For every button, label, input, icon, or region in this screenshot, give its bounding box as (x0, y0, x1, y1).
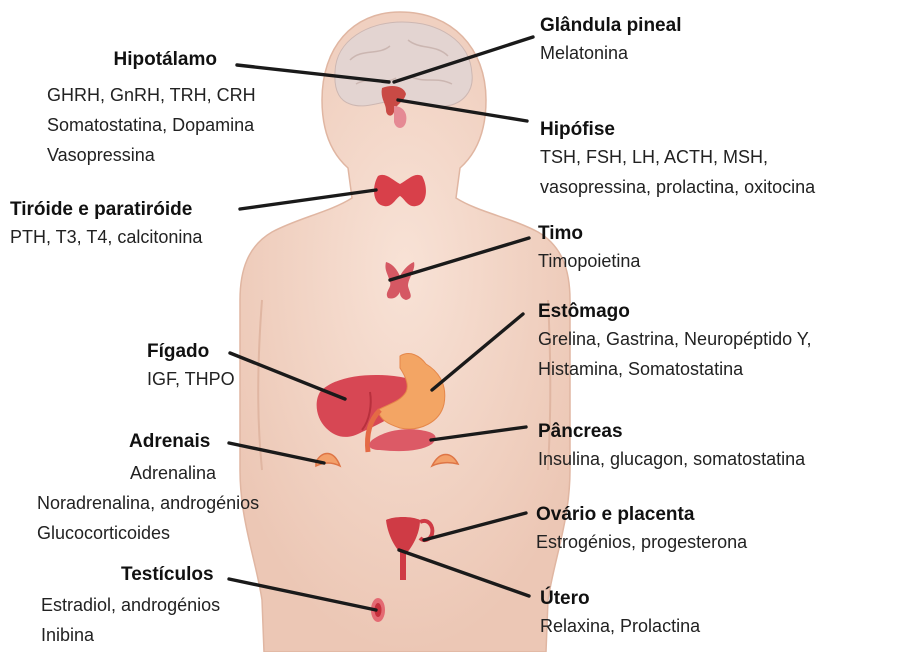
title-hipotalamo: Hipotálamo (62, 48, 217, 72)
title-pancreas: Pâncreas (538, 420, 805, 444)
hormone-line: PTH, T3, T4, calcitonina (10, 222, 202, 252)
label-timo: Timo Timopoietina (538, 222, 640, 276)
hormone-line: Estradiol, androgénios (41, 590, 220, 620)
hormones-testiculos: Estradiol, androgénios Inibina (41, 590, 220, 650)
hormone-line: vasopressina, prolactina, oxitocina (540, 172, 815, 202)
label-utero: Útero Relaxina, Prolactina (540, 587, 700, 641)
label-hipotalamo: Hipotálamo (62, 48, 217, 72)
hormone-line: Timopoietina (538, 246, 640, 276)
hormone-line: Inibina (41, 620, 220, 650)
hormone-line: Melatonina (540, 38, 681, 68)
title-adrenais: Adrenais (129, 430, 210, 454)
label-figado: Fígado IGF, THPO (147, 340, 235, 394)
title-tiroide: Tiróide e paratiróide (10, 198, 202, 222)
hormone-line: IGF, THPO (147, 364, 235, 394)
hormones-adrenais: Adrenalina Noradrenalina, androgénios Gl… (37, 458, 259, 548)
label-tiroide: Tiróide e paratiróide PTH, T3, T4, calci… (10, 198, 202, 252)
hormone-line: Noradrenalina, androgénios (37, 488, 259, 518)
label-hipofise: Hipófise TSH, FSH, LH, ACTH, MSH, vasopr… (540, 118, 815, 202)
hormone-line: TSH, FSH, LH, ACTH, MSH, (540, 142, 815, 172)
hormone-line: Histamina, Somatostatina (538, 354, 812, 384)
hormone-line: Insulina, glucagon, somatostatina (538, 444, 805, 474)
label-testiculos-title: Testículos (121, 563, 214, 587)
title-timo: Timo (538, 222, 640, 246)
title-testiculos: Testículos (121, 563, 214, 587)
hormones-hipotalamo: GHRH, GnRH, TRH, CRH Somatostatina, Dopa… (47, 80, 256, 170)
label-adrenais-title: Adrenais (129, 430, 210, 454)
label-ovario: Ovário e placenta Estrogénios, progester… (536, 503, 747, 557)
hormone-line: Adrenalina (37, 458, 259, 488)
label-pineal: Glândula pineal Melatonina (540, 14, 681, 68)
vagina (400, 552, 406, 580)
hormone-line: Glucocorticoides (37, 518, 259, 548)
title-pineal: Glândula pineal (540, 14, 681, 38)
hormone-line: GHRH, GnRH, TRH, CRH (47, 80, 256, 110)
title-utero: Útero (540, 587, 700, 611)
hormone-line: Somatostatina, Dopamina (47, 110, 256, 140)
hormone-line: Vasopressina (47, 140, 256, 170)
hormone-line: Estrogénios, progesterona (536, 527, 747, 557)
title-hipofise: Hipófise (540, 118, 815, 142)
label-estomago: Estômago Grelina, Gastrina, Neuropéptido… (538, 300, 812, 384)
label-pancreas: Pâncreas Insulina, glucagon, somatostati… (538, 420, 805, 474)
hormone-line: Relaxina, Prolactina (540, 611, 700, 641)
title-estomago: Estômago (538, 300, 812, 324)
title-ovario: Ovário e placenta (536, 503, 747, 527)
title-figado: Fígado (147, 340, 235, 364)
hormone-line: Grelina, Gastrina, Neuropéptido Y, (538, 324, 812, 354)
